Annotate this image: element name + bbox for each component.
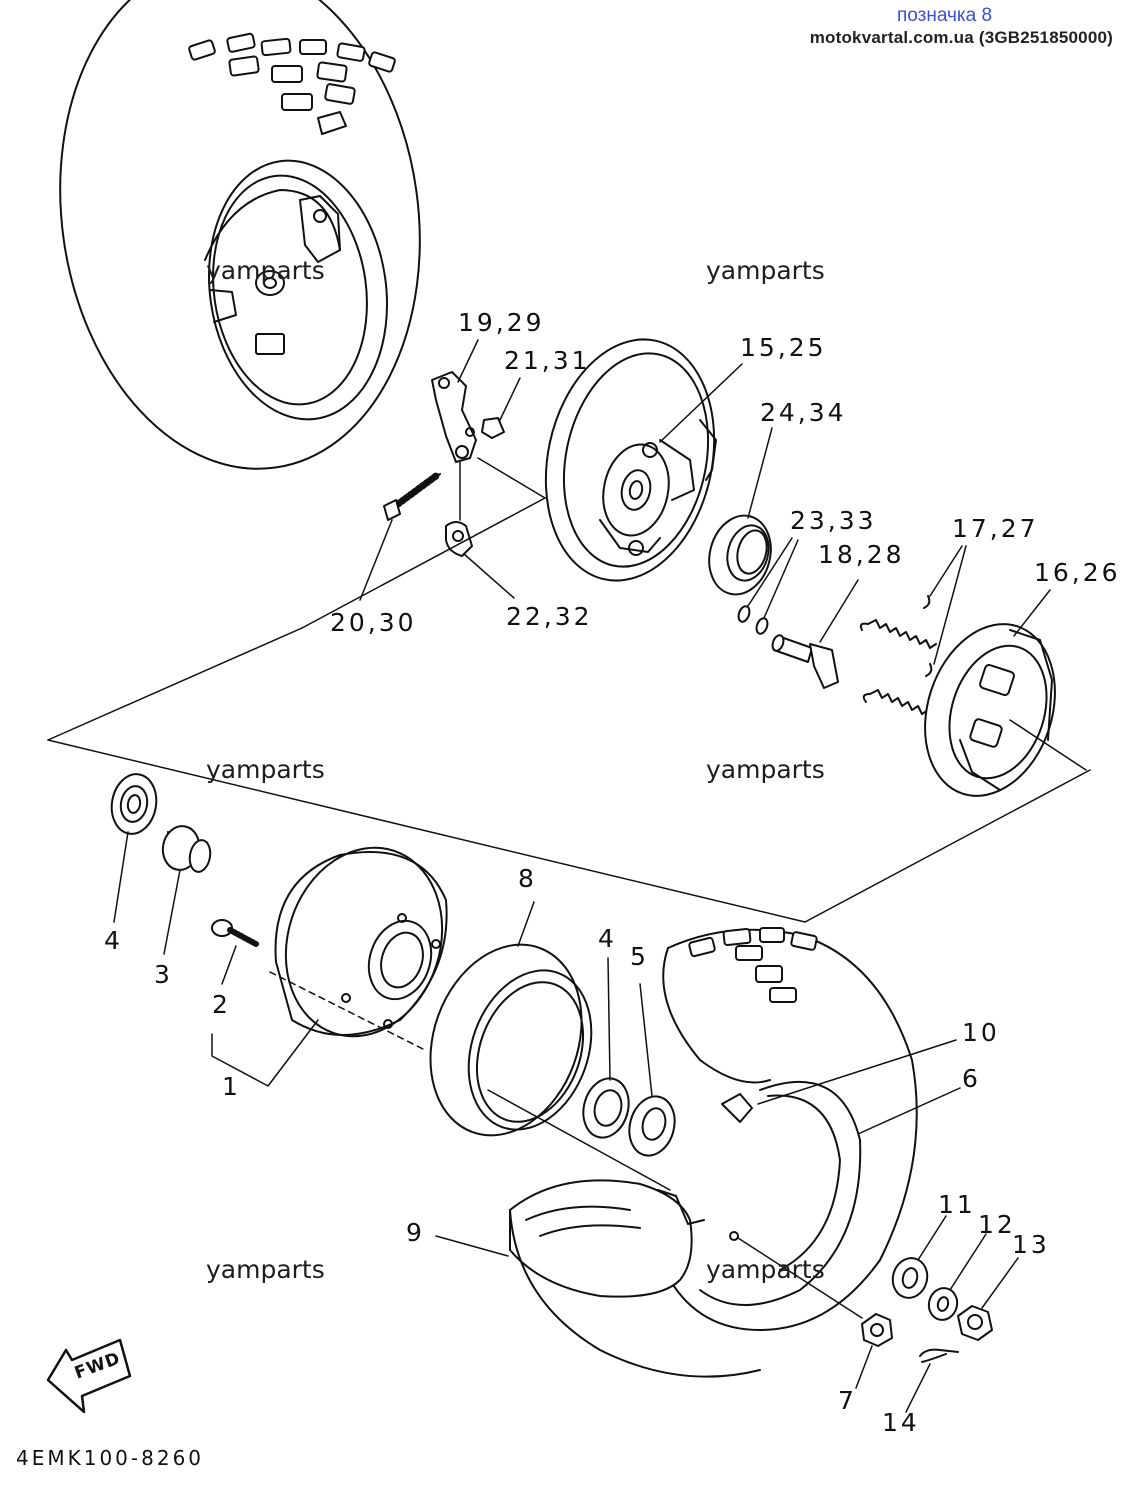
fwd-arrow-icon xyxy=(48,1340,130,1412)
part-label-16: 16,26 xyxy=(1034,558,1121,587)
washers xyxy=(737,538,798,635)
watermark: yamparts xyxy=(206,1255,325,1284)
axle-hardware xyxy=(856,1216,1018,1412)
part-label-8: 8 xyxy=(518,864,537,893)
header-tag: позначка 8 xyxy=(897,5,993,26)
bearing-and-seal xyxy=(577,958,681,1161)
part-label-23: 23,33 xyxy=(790,506,877,535)
watermark: yamparts xyxy=(206,755,325,784)
watermark: yamparts xyxy=(206,256,325,285)
watermark: yamparts xyxy=(706,256,825,285)
part-label-20: 20,30 xyxy=(330,608,417,637)
part-label-21: 21,31 xyxy=(504,346,591,375)
rim-half xyxy=(405,902,670,1190)
inner-tube-half xyxy=(436,1180,862,1376)
wheel-hub xyxy=(212,827,466,1086)
watermark: yamparts xyxy=(706,1255,825,1284)
part-label-4-left: 4 xyxy=(104,926,123,955)
part-label-4-right: 4 xyxy=(598,924,617,953)
brake-arm-assembly xyxy=(360,340,545,600)
bearing-and-spacer xyxy=(107,771,213,954)
part-label-18: 18,28 xyxy=(818,540,905,569)
brake-plate xyxy=(524,324,742,597)
part-label-13: 13 xyxy=(1012,1230,1050,1259)
header-source: motokvartal.com.ua (3GB251850000) xyxy=(809,28,1113,47)
watermark: yamparts xyxy=(706,755,825,784)
upper-tire xyxy=(28,0,452,492)
part-label-15: 15,25 xyxy=(740,333,827,362)
part-label-12: 12 xyxy=(978,1210,1016,1239)
lower-tire xyxy=(663,928,960,1330)
part-label-22: 22,32 xyxy=(506,602,593,631)
assembly-bounding-lines xyxy=(48,498,1090,922)
part-label-17: 17,27 xyxy=(952,514,1039,543)
part-label-7: 7 xyxy=(838,1386,857,1415)
part-label-11: 11 xyxy=(938,1190,976,1219)
part-label-5: 5 xyxy=(630,942,649,971)
brake-shoes xyxy=(904,590,1086,813)
diagram-code: 4EMK100-8260 xyxy=(16,1446,205,1470)
part-label-9: 9 xyxy=(406,1218,425,1247)
hub-bolt xyxy=(212,920,256,984)
oil-seal xyxy=(701,428,780,601)
part-label-19: 19,29 xyxy=(458,308,545,337)
part-label-3: 3 xyxy=(154,960,173,989)
part-label-10: 10 xyxy=(962,1018,1000,1047)
brake-camshaft xyxy=(771,580,858,688)
part-label-1: 1 xyxy=(222,1072,241,1101)
part-label-6: 6 xyxy=(962,1064,981,1093)
part-label-2: 2 xyxy=(212,990,231,1019)
part-label-24: 24,34 xyxy=(760,398,847,427)
part-label-14: 14 xyxy=(882,1408,920,1437)
